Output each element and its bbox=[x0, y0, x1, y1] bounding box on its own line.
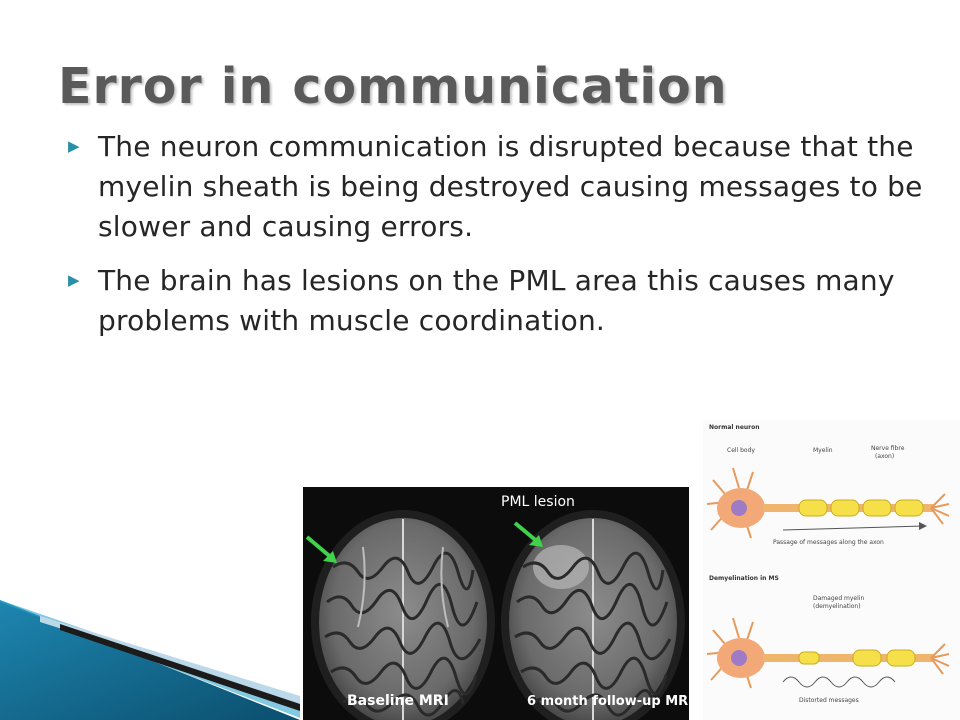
cell-body-label: Cell body bbox=[727, 447, 755, 454]
neuron-diagram: Normal neuron Cell body Myelin Nerve fib… bbox=[703, 420, 960, 720]
demyelination-label: (demyelination) bbox=[813, 603, 861, 610]
lesion-label: PML lesion bbox=[501, 494, 575, 510]
bullet-item: ▶ The neuron communication is disrupted … bbox=[68, 127, 928, 247]
triangle-right-icon: ▶ bbox=[68, 271, 80, 289]
triangle-right-icon: ▶ bbox=[68, 137, 80, 155]
myelin-label: Myelin bbox=[813, 447, 833, 454]
mri-image: PML lesion Baseline MRI 6 month follow-u… bbox=[303, 487, 689, 720]
decorative-wedge bbox=[0, 600, 300, 720]
normal-neuron-title: Normal neuron bbox=[709, 424, 760, 431]
slide-title: Error in communication bbox=[58, 58, 728, 115]
followup-caption: 6 month follow-up MRI bbox=[527, 694, 689, 709]
bullet-item: ▶ The brain has lesions on the PML area … bbox=[68, 261, 928, 341]
axon-label: (axon) bbox=[875, 453, 894, 460]
nerve-fibre-label: Nerve fibre bbox=[871, 445, 905, 452]
arrow-icon bbox=[305, 535, 337, 563]
distorted-caption: Distorted messages bbox=[799, 697, 859, 704]
arrow-icon bbox=[513, 521, 543, 547]
followup-brain bbox=[501, 510, 685, 720]
ms-title: Demyelination in MS bbox=[709, 575, 779, 582]
bullet-list: ▶ The neuron communication is disrupted … bbox=[68, 127, 928, 355]
baseline-caption: Baseline MRI bbox=[347, 693, 449, 709]
normal-neuron bbox=[706, 467, 950, 539]
bullet-text: The neuron communication is disrupted be… bbox=[98, 130, 923, 243]
bullet-text: The brain has lesions on the PML area th… bbox=[98, 264, 895, 337]
passage-caption: Passage of messages along the axon bbox=[773, 539, 884, 546]
baseline-brain bbox=[311, 510, 495, 720]
ms-neuron bbox=[706, 617, 950, 689]
damaged-myelin-label: Damaged myelin bbox=[813, 595, 864, 602]
